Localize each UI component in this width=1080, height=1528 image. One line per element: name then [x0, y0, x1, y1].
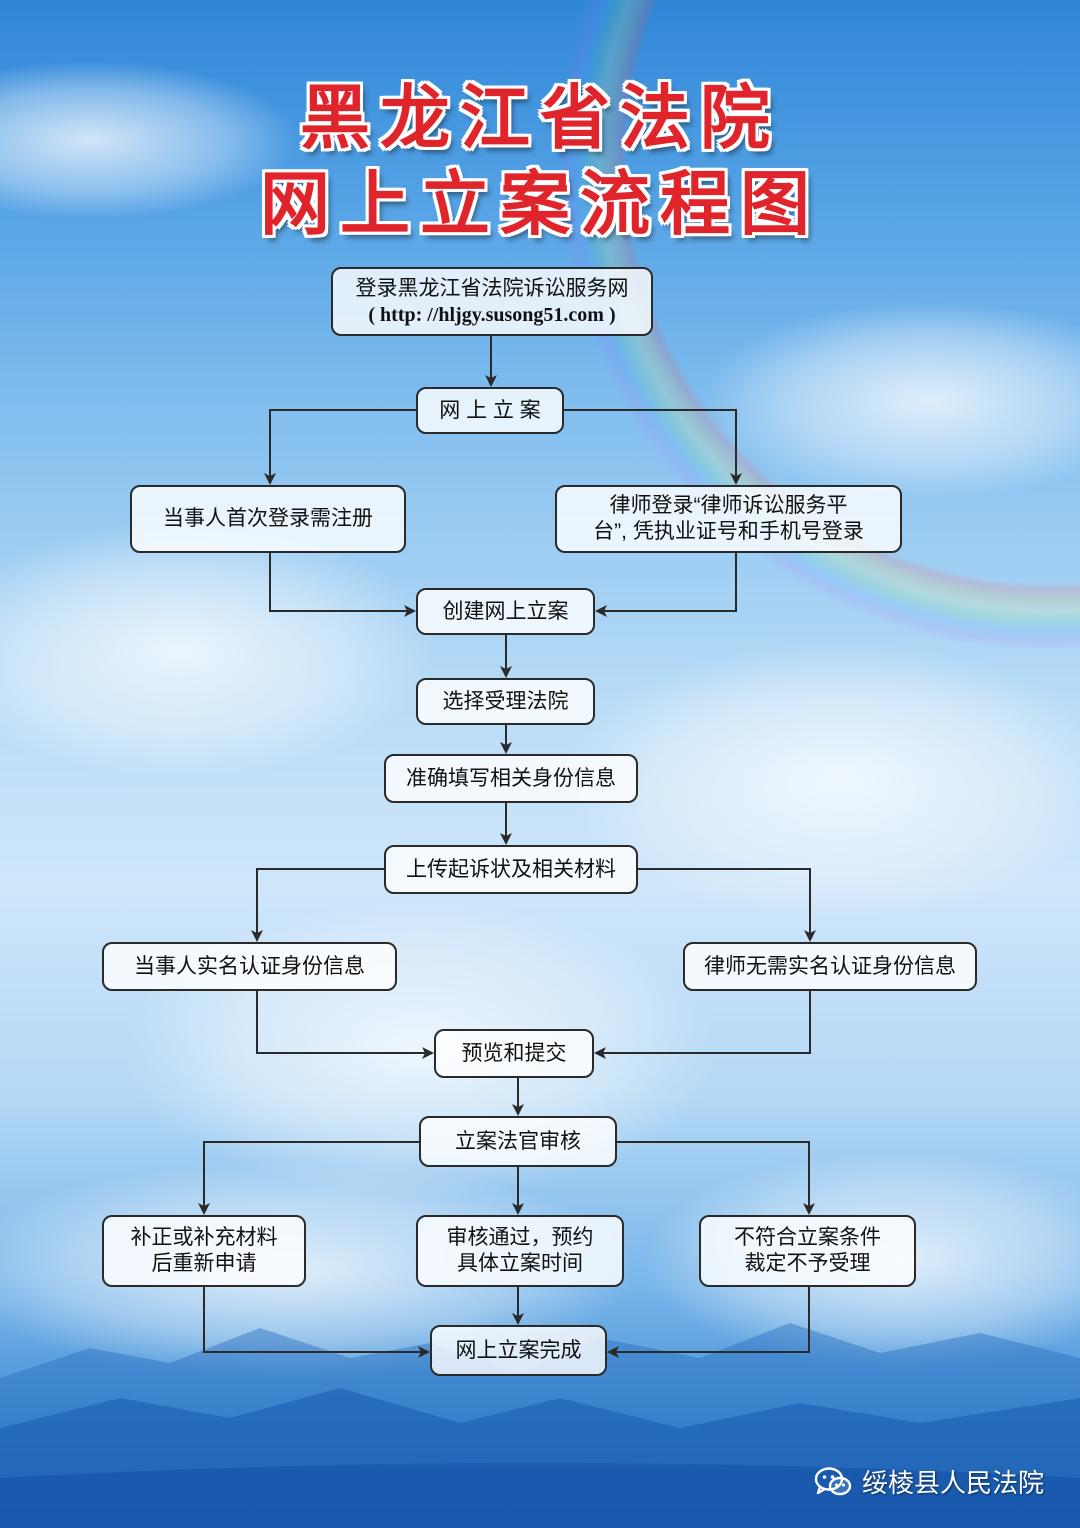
- node-lawyer-login: 律师登录“律师诉讼服务平 台”, 凭执业证号和手机号登录: [555, 485, 902, 553]
- watermark-text: 绥棱县人民法院: [861, 1469, 1044, 1499]
- node-create-case: 创建网上立案: [416, 588, 595, 635]
- node-fill-identity: 准确填写相关身份信息: [384, 754, 638, 803]
- page-subtitle: 网上立案流程图: [260, 162, 820, 245]
- node-upload-materials: 上传起诉状及相关材料: [384, 845, 638, 894]
- node-judge-review-label: 立案法官审核: [455, 1129, 581, 1153]
- arrow-party-register-to-create-case: [269, 553, 416, 617]
- node-select-court-label: 选择受理法院: [442, 689, 569, 713]
- arrow-lawyer-login-to-create-case: [595, 553, 737, 617]
- node-supplement: 补正或补充材料 后重新申请: [102, 1215, 306, 1287]
- node-select-court: 选择受理法院: [416, 678, 595, 725]
- watermark: 绥棱县人民法院: [814, 1463, 1044, 1500]
- node-login: 登录黑龙江省法院诉讼服务网 ( http: //hljgy.susong51.c…: [331, 267, 653, 336]
- wechat-icon: [814, 1466, 852, 1495]
- node-supplement-line2: 后重新申请: [151, 1252, 257, 1275]
- node-preview-submit: 预览和提交: [434, 1029, 594, 1078]
- node-preview-submit-label: 预览和提交: [461, 1041, 567, 1065]
- node-lawyer-login-line1: 律师登录“律师诉讼服务平: [609, 494, 848, 517]
- node-party-register-label: 当事人首次登录需注册: [163, 507, 373, 530]
- cloud-decoration: [700, 300, 1080, 500]
- arrow-judge-review-to-supplement: [198, 1141, 419, 1215]
- node-judge-review: 立案法官审核: [419, 1116, 617, 1167]
- arrow-supplement-to-complete: [203, 1287, 430, 1358]
- mountain-decoration: [0, 1323, 1080, 1528]
- node-party-register: 当事人首次登录需注册: [130, 485, 406, 553]
- node-party-realname: 当事人实名认证身份信息: [102, 942, 397, 991]
- cloud-decoration: [0, 520, 440, 780]
- node-login-line1: 登录黑龙江省法院诉讼服务网: [355, 276, 629, 300]
- arrow-party-realname-to-preview: [256, 991, 434, 1059]
- node-upload-materials-label: 上传起诉状及相关材料: [406, 857, 616, 881]
- node-complete: 网上立案完成: [430, 1325, 607, 1376]
- arrow-rejected-to-complete: [607, 1287, 810, 1358]
- arrow-lawyer-no-realname-to-preview: [594, 991, 811, 1059]
- node-approved: 审核通过，预约 具体立案时间: [416, 1215, 624, 1287]
- arrow-judge-review-to-rejected: [617, 1141, 815, 1215]
- node-supplement-line1: 补正或补充材料: [130, 1226, 278, 1249]
- node-approved-line2: 具体立案时间: [457, 1252, 583, 1275]
- node-party-realname-label: 当事人实名认证身份信息: [134, 954, 365, 978]
- arrow-online-filing-to-party-register: [264, 409, 416, 485]
- node-lawyer-login-line2: 台”, 凭执业证号和手机号登录: [593, 520, 864, 543]
- arrow-online-filing-to-lawyer-login: [564, 409, 742, 485]
- node-login-line2: ( http: //hljgy.susong51.com ): [368, 303, 616, 326]
- node-rejected-line1: 不符合立案条件: [734, 1226, 881, 1249]
- node-create-case-label: 创建网上立案: [442, 599, 569, 623]
- node-complete-label: 网上立案完成: [455, 1338, 582, 1362]
- page-title: 黑龙江省法院: [300, 76, 780, 159]
- node-online-filing: 网 上 立 案: [416, 387, 564, 434]
- node-online-filing-label: 网 上 立 案: [439, 398, 541, 422]
- node-lawyer-no-realname: 律师无需实名认证身份信息: [683, 942, 977, 991]
- cloud-decoration: [560, 640, 1080, 920]
- arrow-upload-to-lawyer-no-realname: [638, 868, 816, 942]
- arrow-upload-to-party-realname: [251, 868, 384, 942]
- node-rejected-line2: 裁定不予受理: [744, 1252, 871, 1275]
- node-approved-line1: 审核通过，预约: [446, 1226, 594, 1249]
- node-lawyer-no-realname-label: 律师无需实名认证身份信息: [704, 954, 956, 978]
- node-fill-identity-label: 准确填写相关身份信息: [406, 766, 616, 790]
- node-rejected: 不符合立案条件 裁定不予受理: [699, 1215, 916, 1287]
